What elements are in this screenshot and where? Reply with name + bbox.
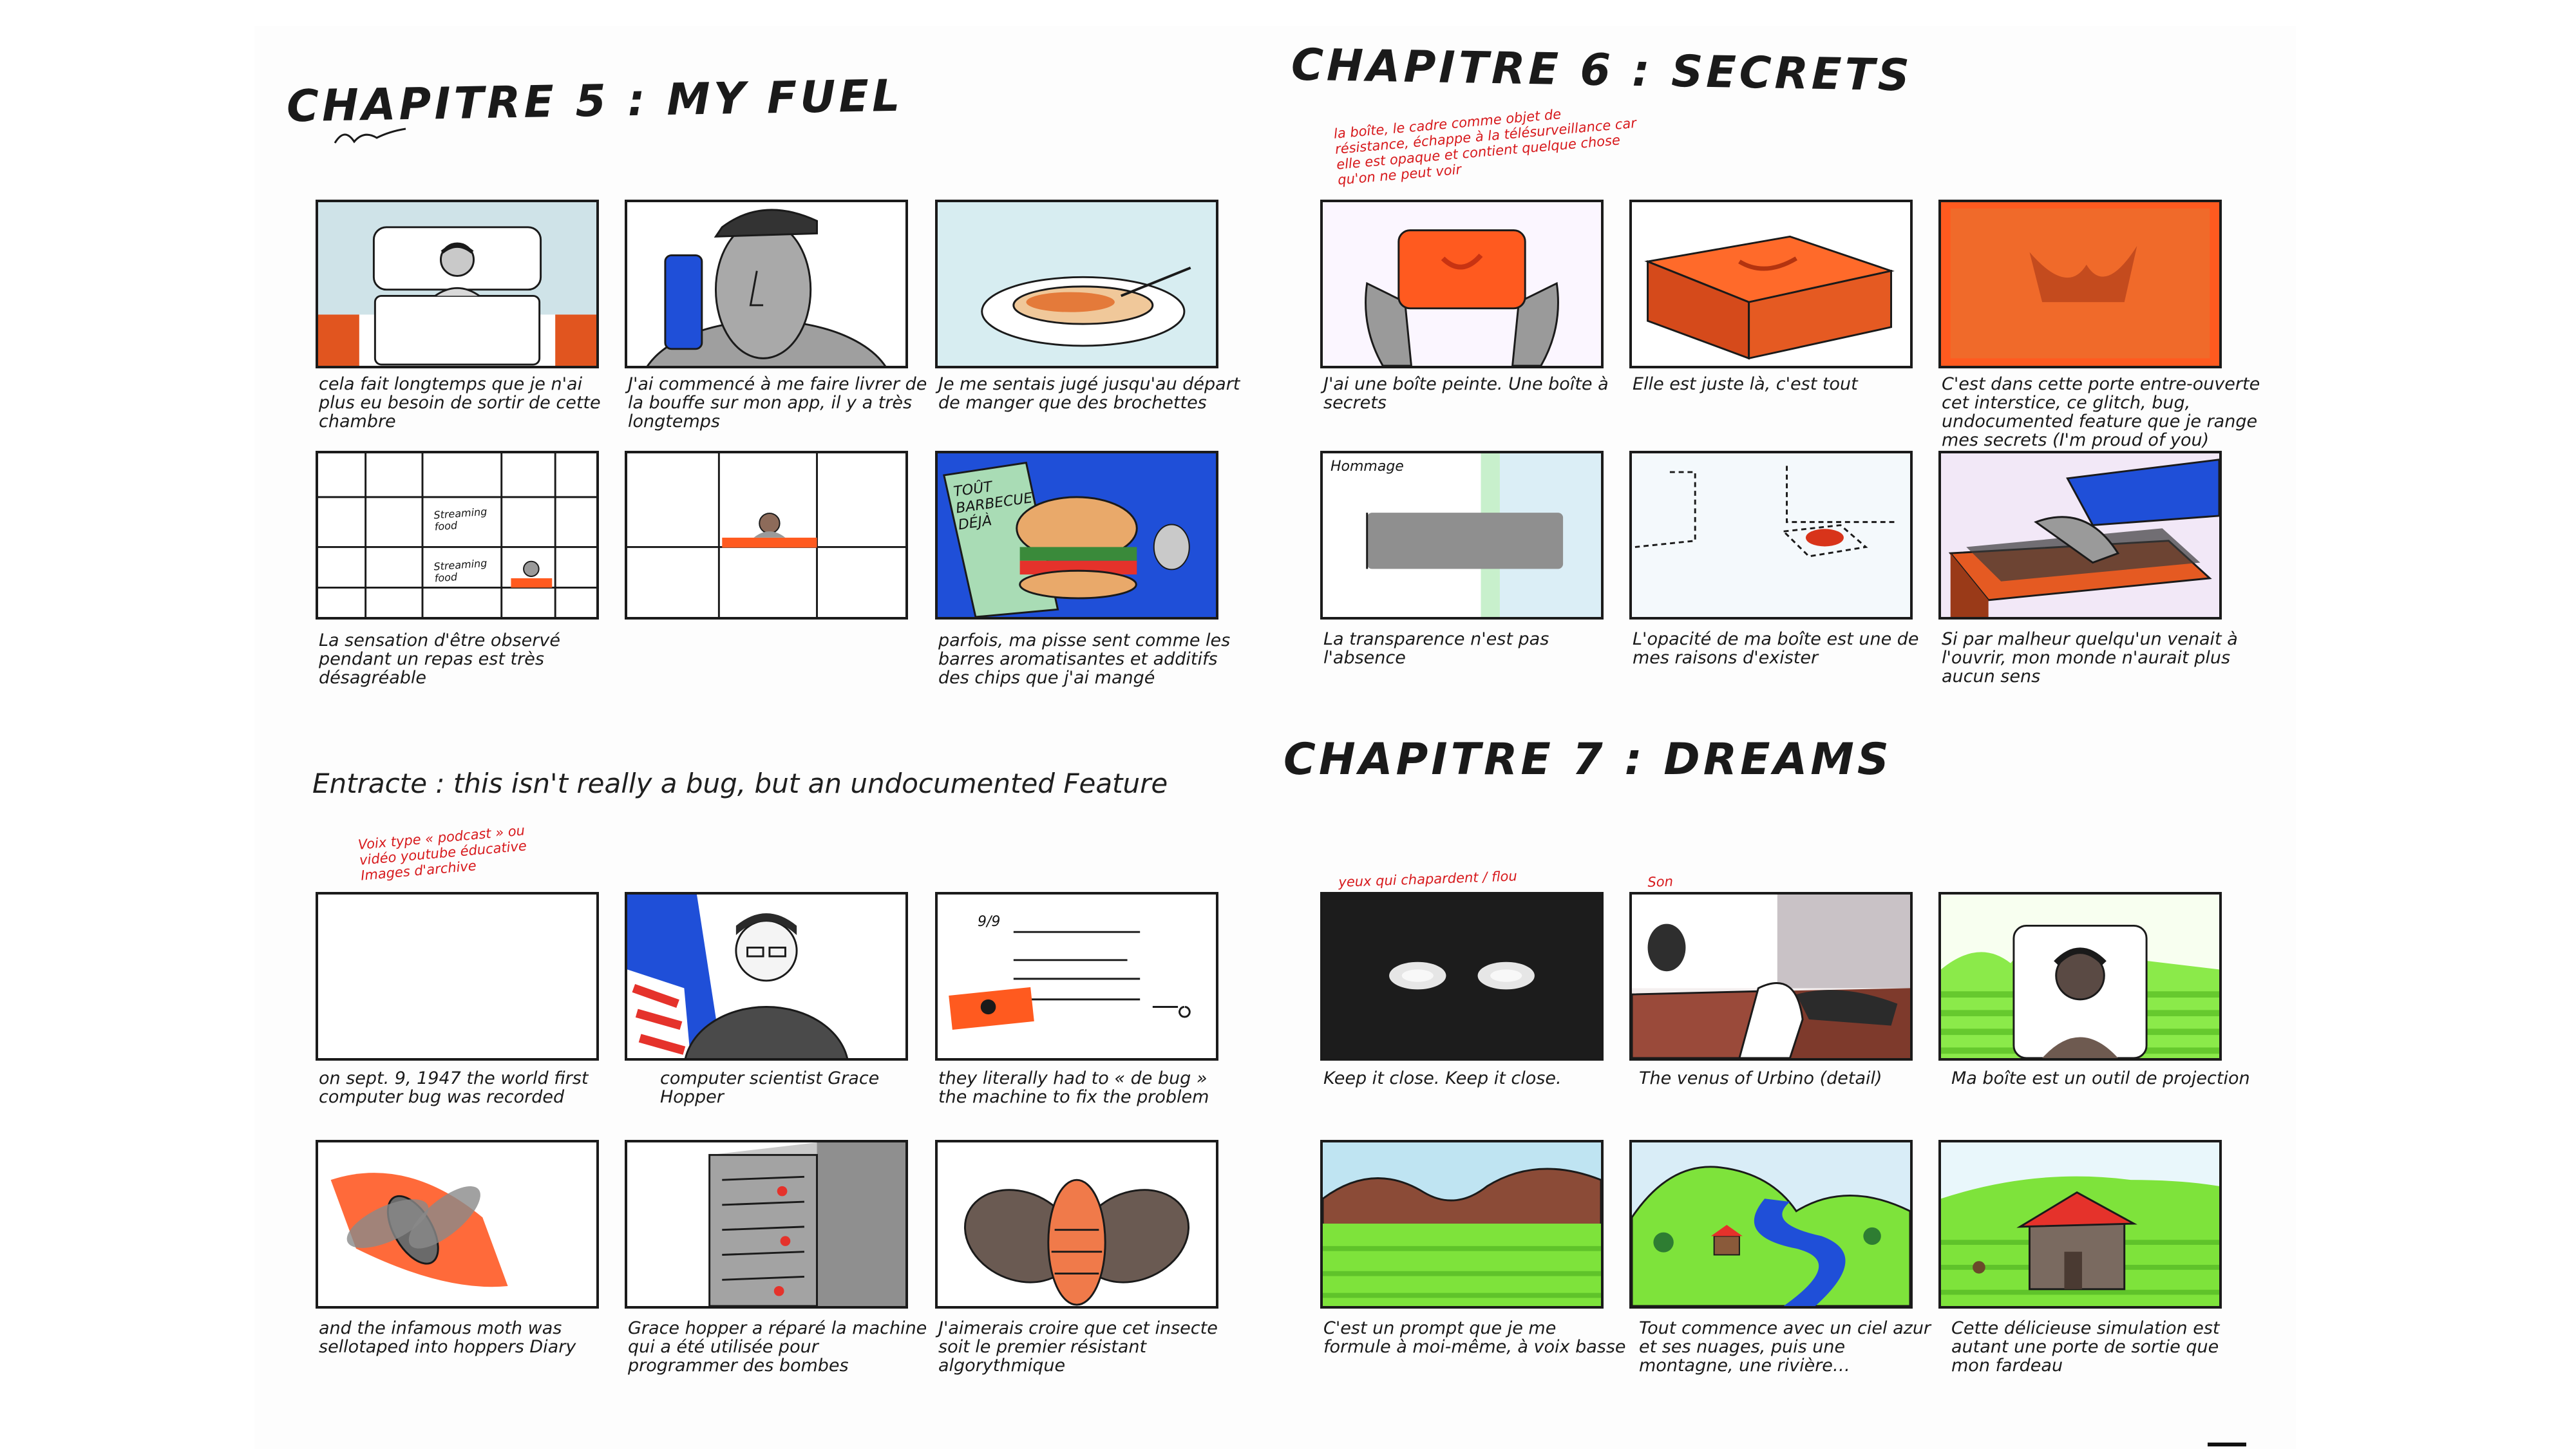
ch6-caption-2: Elle est juste là, c'est tout [1633,374,1858,394]
ch6-caption-4: La transparence n'est pas l'absence [1323,629,1549,668]
entracte-panel-5 [625,1140,908,1309]
chapter-6-title: CHAPITRE 6 : SECRETS [1291,39,1913,102]
ch5-caption-1: cela fait longtemps que je n'ai plus eu … [319,374,601,431]
ch5-caption-2: J'ai commencé à me faire livrer de la bo… [628,374,927,431]
ch7-panel-1 [1320,892,1604,1061]
annotation-dreams-sound: Son [1647,873,1674,890]
ch5-panel-4: Streaming food Streaming food [316,451,599,620]
ch5-panel-4-label-b: Streaming food [433,556,488,585]
ch5-panel-6: TOÛT BARBECUE DÉJÀ [935,451,1218,620]
ch6-caption-6: Si par malheur quelqu'un venait à l'ouvr… [1942,629,2238,687]
ch6-panel-3 [1938,200,2222,368]
entracte-caption-1: on sept. 9, 1947 the world first compute… [319,1068,589,1107]
ch7-caption-4: C'est un prompt que je me formule à moi-… [1323,1318,1626,1357]
entracte-panel-3-date: 9/9 [978,914,1001,930]
ch7-panel-6 [1938,1140,2222,1309]
ch5-caption-4: La sensation d'être observé pendant un r… [319,630,560,688]
ch6-panel-6 [1938,451,2222,620]
entracte-caption-6: J'aimerais croire que cet insecte soit l… [938,1318,1218,1376]
ch5-caption-3: Je me sentais jugé jusqu'au départ de ma… [938,374,1240,413]
ch7-panel-4 [1320,1140,1604,1309]
chapter-5-title: CHAPITRE 5 : MY FUEL [286,70,904,133]
entracte-caption-5: Grace hopper a réparé la machine qui a é… [628,1318,927,1376]
chapter-5-squiggle-icon [334,128,406,144]
ch7-caption-2: The venus of Urbino (detail) [1639,1068,1882,1088]
ch6-panel-4: Hommage [1320,451,1604,620]
ch7-panel-5 [1629,1140,1913,1309]
ch6-caption-1: J'ai une boîte peinte. Une boîte à secre… [1323,374,1609,413]
ch5-panel-1 [316,200,599,368]
ch7-caption-1: Keep it close. Keep it close. [1323,1068,1562,1088]
entracte-panel-3: 9/9 [935,892,1218,1061]
entracte-panel-4 [316,1140,599,1309]
entracte-panel-2 [625,892,908,1061]
ch7-panel-3 [1938,892,2222,1061]
ch6-panel-1 [1320,200,1604,368]
ch5-panel-6-packet-text: TOÛT BARBECUE DÉJÀ [952,478,1034,534]
ch5-caption-6: parfois, ma pisse sent comme les barres … [938,630,1231,688]
ch6-panel-5 [1629,451,1913,620]
ch7-panel-2 [1629,892,1913,1061]
chapter-7-title: CHAPITRE 7 : DREAMS [1283,734,1892,785]
entracte-title: Entracte : this isn't really a bug, but … [312,768,1168,799]
ch6-panel-2 [1629,200,1913,368]
ch7-caption-5: Tout commence avec un ciel azur et ses n… [1639,1318,1931,1376]
entracte-caption-2: computer scientist Grace Hopper [660,1068,880,1107]
entracte-panel-1 [316,892,599,1061]
ch5-panel-2 [625,200,908,368]
ch5-panel-4-label-a: Streaming food [433,505,488,533]
ch5-panel-3 [935,200,1218,368]
ch5-panel-5 [625,451,908,620]
ch6-panel-4-label: Hommage [1331,459,1404,475]
page-corner-mark [2208,1443,2246,1446]
entracte-panel-6 [935,1140,1218,1309]
entracte-caption-3: they literally had to « de bug » the mac… [938,1068,1209,1107]
ch7-caption-6: Cette délicieuse simulation est autant u… [1951,1318,2220,1376]
entracte-caption-4: and the infamous moth was sellotaped int… [319,1318,576,1357]
ch7-caption-3: Ma boîte est un outil de projection [1951,1068,2250,1088]
ch6-caption-5: L'opacité de ma boîte est une de mes rai… [1633,629,1919,668]
ch6-caption-3: C'est dans cette porte entre-ouverte cet… [1942,374,2260,450]
